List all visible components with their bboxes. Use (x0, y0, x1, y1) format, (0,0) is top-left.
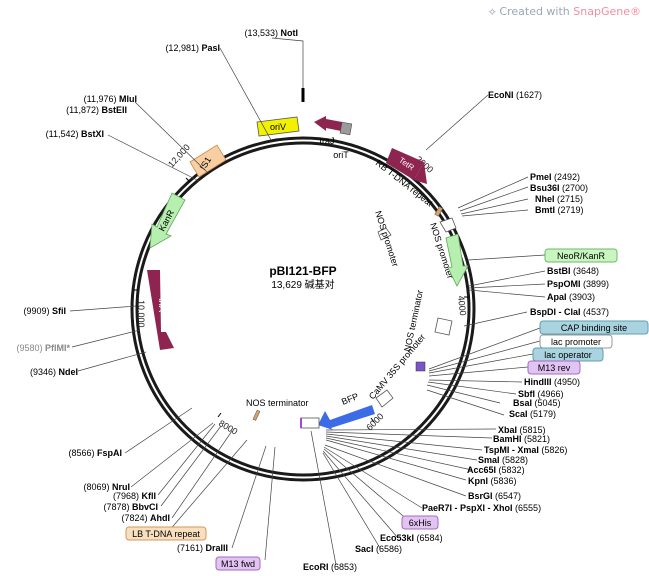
rb-repeat-mark (434, 206, 444, 217)
site-AhdI[interactable]: (7824) AhdI (121, 513, 170, 523)
site-BamHI[interactable]: BamHI (5821) (493, 434, 550, 444)
svg-text:6xHis: 6xHis (409, 518, 432, 528)
feature-CaMV-promoter: CaMV 35S promoter (367, 332, 427, 408)
site-BbvCI[interactable]: (7878) BbvCI (103, 502, 158, 512)
site-PasI[interactable]: (12,981) PasI (165, 43, 220, 53)
site-Eco53kI[interactable]: Eco53kI (6584) (380, 533, 443, 543)
site-PflMI[interactable]: (9580) PflMI* (16, 343, 70, 353)
site-ClaI[interactable]: BspDI - ClaI (4537) (530, 307, 609, 317)
site-BmtI[interactable]: BmtI (2719) (535, 205, 584, 215)
site-EcoNI[interactable]: EcoNI (1627) (488, 90, 542, 100)
feature-oriV: oriV (256, 116, 300, 137)
snapgene-icon: ⟡ (488, 5, 496, 18)
watermark-prefix: Created with (499, 5, 570, 18)
plasmid-name: pBI121-BFP (269, 264, 336, 278)
svg-text:lac promoter: lac promoter (551, 337, 601, 347)
site-SmaI[interactable]: SmaI (5828) (478, 455, 528, 465)
tick-label: 12,000 (166, 142, 192, 169)
site-MluI[interactable]: (11,976) MluI (84, 94, 137, 104)
site-EcoRI[interactable]: EcoRI (6853) (303, 562, 357, 572)
site-Acc65I[interactable]: Acc65I (5832) (467, 465, 525, 475)
feature-BFP: BFP NOS terminator (246, 391, 375, 430)
site-DraIII[interactable]: (7161) DraIII (177, 543, 228, 553)
site-NheI[interactable]: NheI (2715) (535, 194, 583, 204)
label-CAP-binding-site[interactable]: CAP binding site (539, 320, 649, 335)
watermark-brand: SnapGene® (573, 5, 641, 18)
feature-trfA: trfA (147, 270, 174, 350)
feature-IS1: IS1 (189, 144, 227, 178)
label-lac-operator[interactable]: lac operator (532, 347, 604, 362)
backbone-outer (130, 136, 476, 482)
site-NotI[interactable]: (13,533) NotI (244, 28, 298, 38)
site-BstXI[interactable]: (11,542) BstXI (46, 129, 104, 139)
site-Bsu36I[interactable]: Bsu36I (2700) (530, 183, 588, 193)
svg-text:oriV: oriV (270, 122, 286, 132)
site-BstEII[interactable]: (11,872) BstEII (66, 105, 127, 115)
site-FspAI[interactable]: (8566) FspAI (68, 448, 122, 458)
backbone-inner (135, 141, 471, 477)
svg-text:NeoR/KanR: NeoR/KanR (557, 251, 606, 261)
svg-text:trfA: trfA (157, 298, 167, 312)
label-M13-fwd[interactable]: M13 fwd (215, 556, 261, 571)
tick-label: 4000 (456, 295, 468, 316)
svg-text:LB T-DNA repeat: LB T-DNA repeat (132, 529, 200, 539)
svg-text:oriT: oriT (333, 150, 349, 160)
site-NruI[interactable]: (8069) NruI (83, 482, 130, 492)
svg-text:CAP binding site: CAP binding site (561, 323, 627, 333)
site-PmeI[interactable]: PmeI (2492) (530, 172, 580, 182)
site-BsrGI[interactable]: BsrGI (6547) (468, 491, 521, 501)
label-M13-rev[interactable]: M13 rev (527, 360, 581, 375)
label-6xHis[interactable]: 6xHis (401, 515, 439, 530)
site-SbfI[interactable]: SbfI (4966) (518, 389, 564, 399)
lb-repeat-mark (252, 409, 261, 421)
svg-text:NOS promoter: NOS promoter (373, 210, 400, 268)
watermark: ⟡ Created with SnapGene® (489, 5, 641, 19)
site-ApaI[interactable]: ApaI (3903) (547, 292, 595, 302)
site-PspOMI[interactable]: PspOMI (3899) (547, 279, 609, 289)
site-XmaI[interactable]: TspMI - XmaI (5826) (484, 445, 567, 455)
site-BsaI[interactable]: BsaI (5045) (513, 398, 561, 408)
plasmid-size: 13,629 碱基对 (271, 278, 334, 291)
site-ScaI[interactable]: ScaI (5179) (509, 409, 556, 419)
tick-label: 10,000 (136, 300, 146, 328)
feature-NeoR-KanR-arrow (445, 233, 469, 287)
svg-text:BFP: BFP (340, 391, 360, 407)
label-lac-promoter[interactable]: lac promoter (539, 334, 613, 349)
site-SfiI[interactable]: (9909) SfiI (23, 306, 66, 316)
site-KpnI[interactable]: KpnI (5836) (468, 476, 517, 486)
site-KflI[interactable]: (7968) KflI (113, 491, 156, 501)
svg-text:M13 rev: M13 rev (538, 363, 571, 373)
svg-text:M13 fwd: M13 fwd (221, 559, 255, 569)
svg-text:traJ: traJ (319, 136, 334, 146)
label-NeoR-KanR[interactable]: NeoR/KanR (544, 248, 618, 263)
site-SacI[interactable]: SacI (6586) (355, 544, 402, 554)
site-BstBI[interactable]: BstBI (3648) (547, 266, 599, 276)
svg-text:lac operator: lac operator (544, 350, 592, 360)
svg-text:NOS terminator: NOS terminator (246, 398, 309, 408)
site-XhoI[interactable]: PaeR7I - PspXI - XhoI (6555) (422, 503, 541, 513)
label-LB-T-DNA-repeat[interactable]: LB T-DNA repeat (125, 526, 207, 541)
site-HindIII[interactable]: HindIII (4950) (524, 377, 580, 387)
site-NdeI[interactable]: (9346) NdeI (30, 367, 78, 377)
feature-NOS-promoter-1: NOS promoter (373, 210, 400, 268)
site-XbaI[interactable]: XbaI (5815) (498, 425, 546, 435)
feature-traJ: traJ oriT (314, 116, 353, 160)
